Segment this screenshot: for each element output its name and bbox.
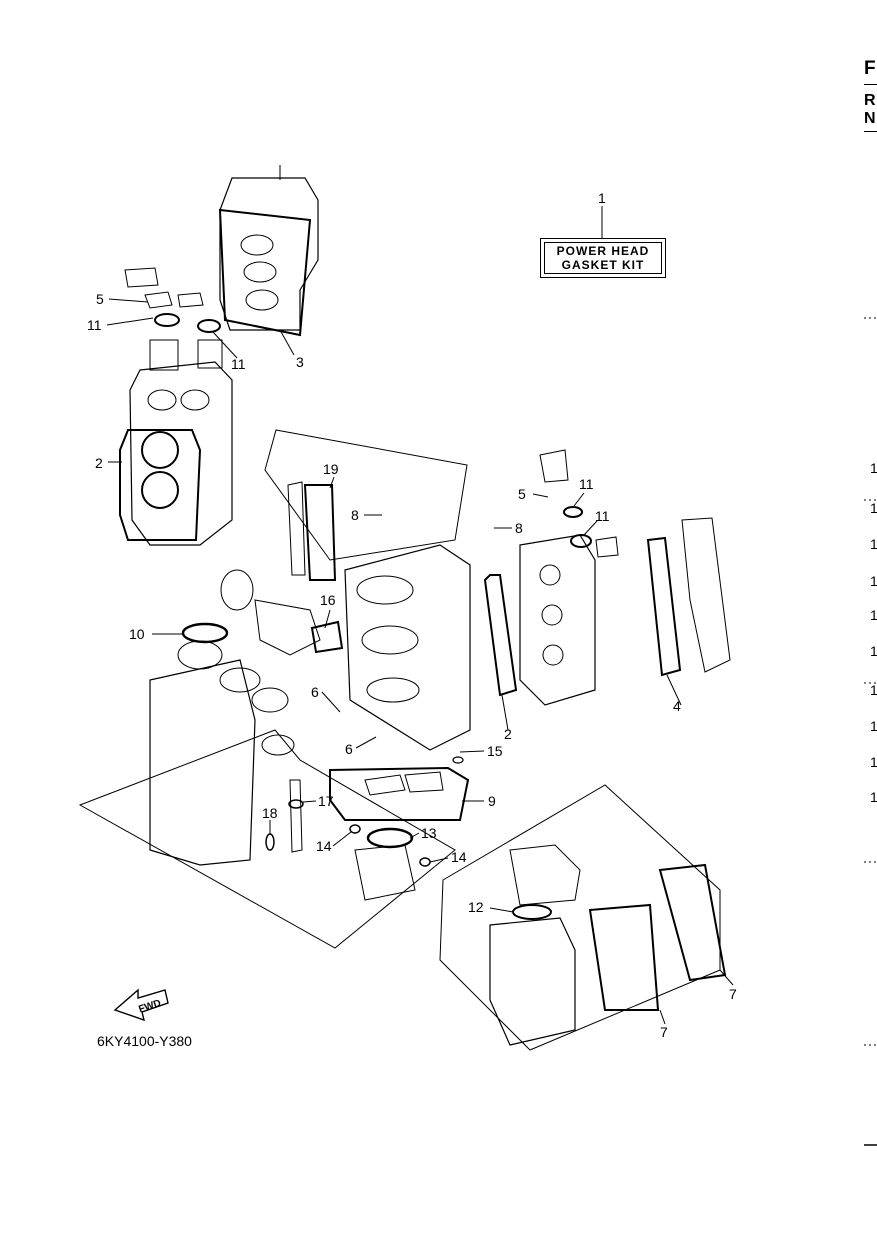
callout-1: 1 bbox=[598, 190, 606, 206]
callout-5-b: 5 bbox=[518, 486, 526, 502]
callout-11-d: 11 bbox=[595, 508, 610, 524]
edge-number: 1 bbox=[870, 789, 877, 805]
callout-8-b: 8 bbox=[515, 520, 523, 536]
cylinder-gasket-2-right-shape bbox=[483, 574, 518, 697]
fwd-arrow-icon: FWD bbox=[113, 988, 169, 1022]
oring-11-b-shape bbox=[197, 319, 221, 333]
callout-16: 16 bbox=[320, 592, 336, 608]
power-head-gasket-kit-label: POWER HEAD GASKET KIT bbox=[540, 238, 666, 278]
cylinder-head-left-drawing bbox=[129, 339, 233, 546]
edge-number: 1 bbox=[870, 460, 877, 476]
callout-6-b: 6 bbox=[345, 741, 353, 757]
cylinder-head-right-drawing bbox=[218, 165, 319, 337]
gasket-19-shape bbox=[303, 484, 337, 581]
oring-12-shape bbox=[512, 904, 552, 920]
callout-5-a: 5 bbox=[96, 291, 104, 307]
callout-13: 13 bbox=[421, 825, 437, 841]
gasket-9-shape bbox=[329, 766, 470, 821]
callout-7-b: 7 bbox=[660, 1024, 668, 1040]
edge-rule-2 bbox=[864, 131, 877, 132]
callout-3: 3 bbox=[296, 354, 304, 370]
gasket-16-shape bbox=[310, 620, 344, 654]
crankcase-drawing bbox=[149, 640, 295, 866]
edge-header-f: F bbox=[864, 58, 876, 79]
gasket-7-a-shape bbox=[588, 903, 660, 1011]
oring-10-shape bbox=[181, 622, 229, 644]
callout-11-a: 11 bbox=[87, 317, 102, 333]
gasket-7-b-shape bbox=[658, 863, 727, 982]
callout-4: 4 bbox=[673, 698, 681, 714]
callout-11-c: 11 bbox=[579, 476, 594, 492]
oring-13-shape bbox=[366, 827, 414, 849]
edge-header-n: N bbox=[864, 110, 876, 127]
callout-17: 17 bbox=[318, 793, 334, 809]
head-cover-gasket-4-shape bbox=[646, 536, 682, 677]
callout-11-b: 11 bbox=[231, 356, 246, 372]
edge-number: 1 bbox=[870, 643, 877, 659]
edge-number: 1 bbox=[870, 754, 877, 770]
callout-19: 19 bbox=[323, 461, 339, 477]
callout-15: 15 bbox=[487, 743, 503, 759]
figure-code: 6KY4100-Y380 bbox=[97, 1033, 192, 1049]
head-cover-gasket-3-shape bbox=[218, 208, 312, 337]
edge-number: 1 bbox=[870, 682, 877, 698]
gasket-5-a-shape bbox=[144, 291, 173, 309]
lower-frame bbox=[78, 729, 456, 949]
edge-number: 1 bbox=[870, 607, 877, 623]
edge-number: 1 bbox=[870, 500, 877, 516]
callout-2-b: 2 bbox=[504, 726, 512, 742]
callout-7-a: 7 bbox=[729, 986, 737, 1002]
callout-14-a: 14 bbox=[316, 838, 332, 854]
exhaust-guide-drawing bbox=[489, 844, 581, 1046]
callout-12: 12 bbox=[468, 899, 484, 915]
callout-2-a: 2 bbox=[95, 455, 103, 471]
kit-line-1: POWER HEAD bbox=[556, 244, 650, 258]
callout-18: 18 bbox=[262, 805, 278, 821]
edge-number: 1 bbox=[870, 718, 877, 734]
lower-right-frame bbox=[439, 784, 721, 1051]
callout-8-a: 8 bbox=[351, 507, 359, 523]
kit-line-2: GASKET KIT bbox=[561, 258, 645, 272]
edge-rule-1 bbox=[864, 84, 877, 85]
callout-14-b: 14 bbox=[451, 849, 467, 865]
cylinder-block-drawing bbox=[344, 544, 471, 751]
oil-filter-shape bbox=[220, 569, 254, 611]
oring-11-a-shape bbox=[154, 313, 180, 327]
callout-10: 10 bbox=[129, 626, 145, 642]
callout-6-a: 6 bbox=[311, 684, 319, 700]
edge-number: 1 bbox=[870, 573, 877, 589]
callout-9: 9 bbox=[488, 793, 496, 809]
edge-number: 1 bbox=[870, 536, 877, 552]
cylinder-gasket-2-left-shape bbox=[119, 429, 202, 541]
edge-header-r: R bbox=[864, 92, 876, 109]
block-frame bbox=[264, 429, 468, 561]
